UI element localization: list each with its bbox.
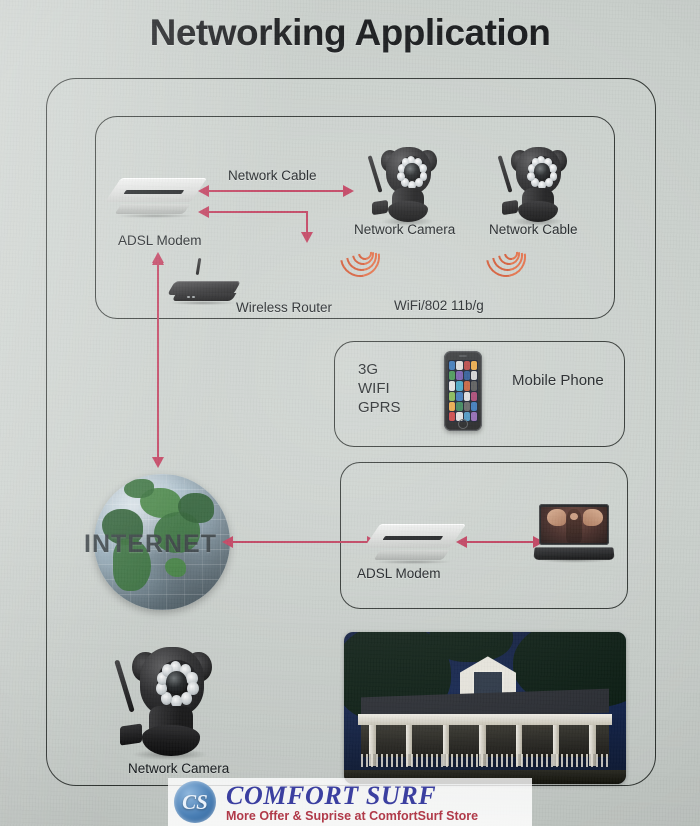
arrow-router-to-modem — [198, 206, 316, 246]
arrow-remote-modem-to-laptop — [456, 536, 544, 548]
camera-base — [517, 201, 559, 223]
adsl-modem-remote — [363, 524, 467, 564]
camera-shadow — [380, 217, 434, 226]
wifi-waves-camera-2 — [478, 229, 534, 290]
screen-photo-arm-left — [546, 509, 567, 527]
watermark-brand: COMFORT SURF — [226, 781, 437, 810]
internet-globe — [94, 474, 230, 610]
screen-photo-arm-right — [583, 509, 603, 527]
mobile-tech-gprs: GPRS — [358, 399, 401, 416]
house-porch-rail — [360, 753, 610, 768]
mobile-phone-label: Mobile Phone — [512, 372, 604, 389]
wifi-standard-label: WiFi/802 11b/g — [394, 298, 484, 313]
screen-photo-face — [570, 513, 578, 521]
mobile-tech-3g: 3G — [358, 361, 379, 378]
network-camera-bottom — [114, 640, 222, 761]
network-camera-lan-1-label: Network Camera — [354, 222, 456, 237]
arrow-modem-to-camera — [198, 185, 354, 197]
network-camera-lan-1 — [368, 142, 444, 226]
arrow-lan-to-internet — [152, 254, 164, 468]
router-shadow — [169, 301, 238, 306]
modem-shadow — [114, 214, 194, 218]
laptop-lid — [538, 504, 610, 546]
modem-slot — [382, 536, 444, 540]
camera-base — [142, 724, 200, 756]
adsl-modem-lan — [104, 178, 208, 218]
internet-globe-label: INTERNET — [84, 530, 217, 558]
mobile-panel-frame — [334, 341, 625, 447]
camera-lens — [404, 163, 420, 180]
watermark-banner: CS COMFORT SURF More Offer & Suprise at … — [168, 778, 532, 826]
laptop-device — [533, 504, 615, 563]
modem-slot — [123, 190, 185, 194]
camera-shadow — [510, 217, 564, 226]
lan-panel-frame — [95, 116, 615, 319]
comfortsurf-logo-text: CS — [182, 789, 208, 814]
page-title: Networking Application — [149, 12, 551, 53]
arrow-internet-to-remote-modem — [222, 536, 378, 548]
camera-foot — [502, 199, 518, 216]
router-front-face — [171, 293, 237, 302]
camera-lens — [534, 163, 550, 180]
adsl-modem-lan-label: ADSL Modem — [118, 233, 202, 248]
house-porch-roof — [358, 714, 612, 725]
modem-shadow — [373, 560, 453, 564]
adsl-modem-remote-label: ADSL Modem — [357, 566, 441, 581]
network-cable-right-label: Network Cable — [489, 222, 578, 237]
modem-front-face — [114, 204, 191, 214]
phone-screen — [448, 360, 478, 422]
network-camera-bottom-label: Network Camera — [128, 761, 230, 776]
modem-front-face — [373, 550, 450, 560]
comfortsurf-logo-icon: CS — [174, 781, 216, 823]
wifi-waves-camera-1 — [332, 229, 388, 290]
camera-shadow — [132, 748, 208, 761]
camera-lens — [165, 670, 188, 695]
router-led — [192, 295, 196, 298]
mobile-tech-wifi: WIFI — [358, 380, 390, 397]
network-cable-label: Network Cable — [228, 168, 317, 183]
laptop-shadow — [535, 557, 613, 563]
network-camera-lan-2 — [498, 142, 574, 226]
phone-speaker — [458, 354, 468, 357]
laptop-screen — [541, 506, 607, 543]
router-led — [186, 295, 190, 298]
mobile-phone-device — [444, 351, 482, 431]
house-photo — [344, 632, 626, 784]
watermark-tagline: More Offer & Suprise at ComfortSurf Stor… — [226, 809, 479, 823]
wireless-router-label: Wireless Router — [236, 300, 333, 315]
remote-access-panel-frame — [340, 462, 628, 609]
phone-home-button — [458, 419, 468, 429]
camera-base — [387, 201, 429, 223]
camera-foot — [372, 199, 388, 216]
camera-foot — [120, 723, 143, 746]
wireless-router — [166, 257, 242, 306]
